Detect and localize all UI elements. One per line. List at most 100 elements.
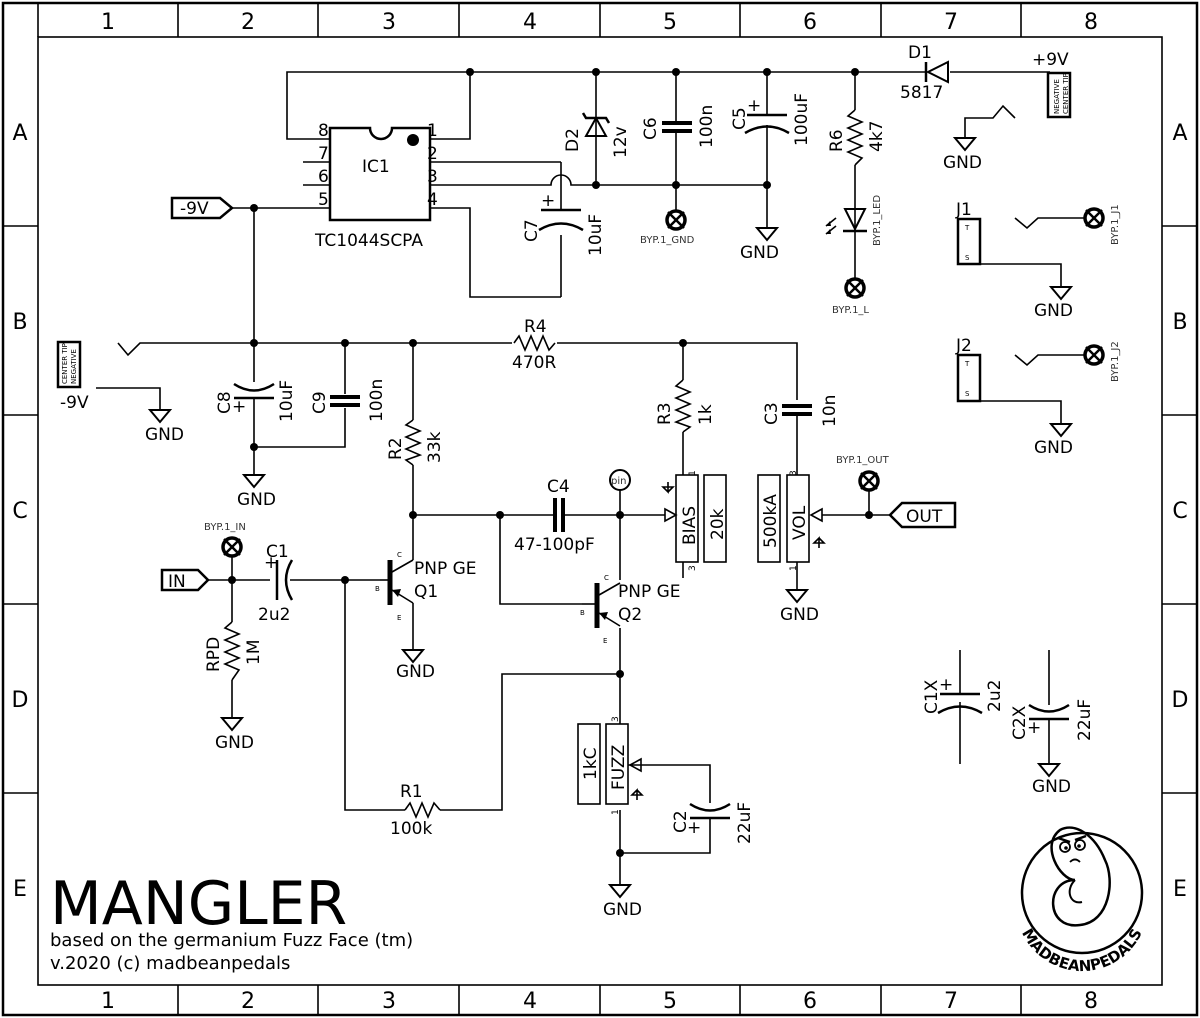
svg-text:GND: GND (740, 243, 779, 263)
c2-capacitor[interactable]: + C2 22uF (671, 802, 755, 844)
fuzz-label: FUZZ (609, 745, 629, 790)
ic1-pin3: 3 (427, 167, 438, 187)
c8-capacitor[interactable]: + C8 10uF (215, 380, 297, 422)
byp-l-label: BYP.1_L (832, 305, 869, 316)
q1-ref: Q1 (414, 582, 438, 602)
r6-value: 4k7 (867, 121, 887, 152)
c6-ref: C6 (641, 117, 661, 140)
schematic-version: v.2020 (c) madbeanpedals (50, 953, 290, 974)
jack-j2[interactable]: J2 T S BYP.1_J2 GND (955, 336, 1121, 458)
r6-resistor[interactable]: R6 4k7 (827, 109, 887, 166)
c4-ref: C4 (547, 477, 570, 497)
bypass-pad-l[interactable]: BYP.1_L (832, 277, 869, 316)
q1-transistor[interactable]: C B E PNP GE Q1 (375, 551, 477, 622)
power-junctions (250, 68, 859, 212)
r4-value: 470R (512, 353, 556, 373)
col-label: 3 (382, 989, 396, 1014)
q2-pin-b: B (580, 609, 585, 617)
gnd-symbol: GND (603, 884, 642, 920)
bias-trimpot[interactable]: BIAS 20k 1 3 (661, 470, 728, 571)
ic1-pin7: 7 (318, 144, 329, 164)
fuzz-pot[interactable]: 1kC FUZZ 3 1 (577, 716, 644, 815)
c1x-ref: C1X (922, 679, 942, 714)
signal-junctions (228, 339, 873, 857)
row-label: B (12, 310, 27, 335)
c6-capacitor[interactable]: C6 100n (641, 105, 717, 148)
jack-j1[interactable]: J1 T S BYP.1_J1 GND (955, 200, 1121, 321)
schematic-subtitle: based on the germanium Fuzz Face (tm) (50, 930, 413, 951)
dc-jack-top[interactable]: +9V NEGATIVE CENTER TIP (1032, 50, 1072, 119)
q2-transistor[interactable]: C B E PNP GE Q2 (580, 574, 681, 645)
row-label: C (12, 499, 27, 524)
c1x-capacitor[interactable]: + C1X 2u2 (922, 650, 1005, 764)
c5-capacitor[interactable]: + C5 100uF (730, 93, 812, 146)
in-port-label: IN (168, 572, 186, 592)
c7-ref: C7 (522, 219, 542, 242)
q1-pin-c: C (397, 551, 402, 559)
c3-capacitor[interactable]: C3 10n (762, 395, 840, 427)
vol-pin-bottom: 1 (789, 565, 799, 571)
r1-ref: R1 (400, 782, 423, 802)
ic1-pin1: 1 (427, 121, 438, 141)
pos9v-label: +9V (1032, 50, 1069, 70)
r2-resistor[interactable]: R2 33k (386, 419, 445, 466)
c2-plus: + (687, 818, 701, 838)
fuzz-pin-top: 3 (611, 716, 621, 722)
neg9v-port-label: -9V (180, 199, 209, 219)
row-label: B (1172, 310, 1187, 335)
r4-resistor[interactable]: R4 470R (512, 317, 557, 373)
bypass-pad-gnd[interactable]: BYP.1_GND (640, 209, 695, 246)
col-label: 7 (944, 10, 958, 35)
madbeanpedals-logo: MADBEANPEDALS (1018, 826, 1146, 975)
bypass-pad-in[interactable]: BYP.1_IN (204, 522, 246, 558)
fuzz-value: 1kC (581, 747, 601, 780)
j1-sleeve: S (965, 254, 970, 262)
col-label: 4 (523, 989, 537, 1014)
rpd-resistor[interactable]: RPD 1M (204, 621, 264, 681)
test-pin-pad[interactable]: pin (609, 469, 631, 491)
gnd-symbol: GND (215, 717, 254, 753)
c7-capacitor[interactable]: + C7 10uF (522, 191, 606, 256)
c1-capacitor[interactable]: + C1 2u2 (258, 542, 294, 625)
dc-jack-left[interactable]: CENTER TIP NEGATIVE -9V (56, 340, 89, 413)
c2x-capacitor[interactable]: + C2X 22uF GND (1010, 650, 1095, 797)
r3-resistor[interactable]: R3 1k (655, 379, 716, 433)
col-label: 5 (663, 989, 677, 1014)
col-label: 8 (1084, 10, 1098, 35)
bias-label: BIAS (680, 506, 700, 545)
byp-gnd-label: BYP.1_GND (640, 235, 695, 246)
dc-jack-top-text1: NEGATIVE (1053, 79, 1061, 114)
c4-capacitor[interactable]: C4 47-100pF (514, 477, 595, 555)
title-block: MANGLER based on the germanium Fuzz Face… (50, 869, 413, 974)
r4-ref: R4 (524, 317, 547, 337)
row-label: A (1172, 121, 1187, 146)
c9-ref: C9 (310, 391, 330, 414)
bypass-pad-out[interactable]: BYP.1_OUT (836, 455, 890, 492)
neg9v-label: -9V (60, 393, 89, 413)
gnd-label: GND (1034, 301, 1073, 321)
c1-value: 2u2 (258, 605, 290, 625)
byp-in-label: BYP.1_IN (204, 522, 246, 533)
r1-resistor[interactable]: R1 100k (390, 782, 441, 839)
c9-capacitor[interactable]: C9 100n (310, 379, 387, 422)
q2-pin-c: C (604, 574, 609, 582)
d2-zener[interactable]: D2 12v (563, 112, 631, 158)
c7-value: 10uF (586, 214, 606, 256)
c8-value: 10uF (277, 380, 297, 422)
c6-value: 100n (697, 105, 717, 148)
in-port[interactable]: IN (160, 568, 210, 592)
volume-pot[interactable]: 500kA VOL 3 1 (757, 470, 826, 571)
row-label: E (1173, 877, 1187, 902)
status-led[interactable]: BYP.1_LED (825, 195, 883, 246)
ic1-charge-pump[interactable]: IC1 TC1044SCPA 8 7 6 5 1 2 3 4 (314, 121, 438, 251)
d1-diode[interactable]: D1 5817 (900, 43, 949, 103)
neg9v-port[interactable]: -9V (170, 196, 234, 220)
j2-ref: J2 (955, 336, 972, 356)
c3-ref: C3 (762, 402, 782, 425)
q1-pin-b: B (375, 585, 380, 593)
rpd-value: 1M (244, 640, 264, 665)
col-label: 6 (803, 10, 817, 35)
c2x-ref: C2X (1010, 705, 1030, 740)
out-port[interactable]: OUT (888, 501, 957, 529)
